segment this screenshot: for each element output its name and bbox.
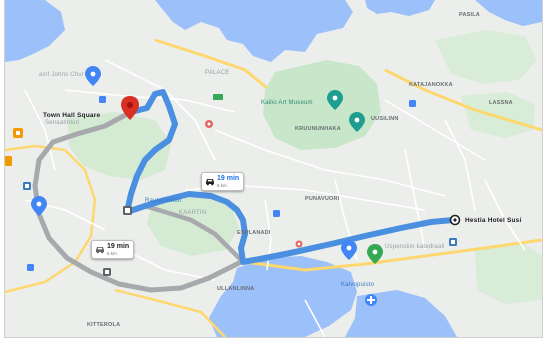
park-central-large (263, 60, 381, 150)
transit-station-icon[interactable] (103, 268, 111, 276)
origin-place-name[interactable]: Town Hall Square (43, 112, 101, 119)
park-south-east (475, 244, 542, 304)
destination-place-name[interactable]: Hestia Hotel Susi (465, 217, 522, 224)
map-label: Uspenskin katedraali (385, 244, 445, 250)
museum-pin-icon[interactable] (349, 112, 365, 132)
transit-blue-square-icon[interactable] (409, 100, 416, 107)
transit-station-icon[interactable] (123, 206, 132, 215)
transit-station-icon[interactable] (449, 238, 457, 246)
park-east-mid (461, 92, 535, 138)
map-label: KRUUNUNHAKA (295, 126, 341, 132)
map-view[interactable]: aint Johns Chur PALACE Kallio Art Museum… (4, 0, 543, 338)
transit-blue-square-icon[interactable] (27, 264, 34, 271)
map-label: Kallio Art Museum (261, 100, 313, 106)
water-bay-top-right (365, 0, 435, 16)
park-east-top (435, 30, 537, 84)
place-pin-icon[interactable] (85, 66, 101, 86)
car-icon (96, 247, 104, 254)
park-pin-icon[interactable] (367, 244, 383, 264)
route-primary[interactable] (124, 89, 456, 265)
water-west (5, 0, 65, 62)
park-square-icon[interactable] (213, 94, 223, 100)
hotel-pin-icon[interactable] (13, 128, 23, 138)
red-location-pin-icon[interactable] (121, 96, 139, 120)
transit-blue-square-icon[interactable] (273, 210, 280, 217)
map-label: KAARTIN (179, 210, 207, 216)
map-label: aint Johns Chur (39, 72, 85, 78)
water-south-bay (209, 256, 357, 337)
transit-station-icon[interactable] (23, 182, 31, 190)
route-time: 19 min (107, 243, 130, 250)
road-major-sw (114, 288, 226, 337)
transit-blue-square-icon[interactable] (99, 96, 106, 103)
poi-red-icon[interactable] (295, 240, 303, 248)
route-distance: 5 km (107, 251, 117, 256)
road-major-north (154, 38, 268, 90)
map-label: PALACE (205, 70, 230, 76)
museum-pin-icon[interactable] (327, 90, 343, 110)
poi-red-icon[interactable] (205, 120, 213, 128)
map-label: UUSILINN (371, 116, 399, 122)
place-pin-icon[interactable] (341, 240, 357, 260)
place-pin-icon[interactable] (31, 196, 47, 216)
map-label: KITTEROLA (87, 322, 121, 328)
road-major-south (244, 238, 542, 272)
map-canvas[interactable] (5, 0, 542, 337)
route-badge-primary[interactable]: 19 min 5 km (201, 172, 245, 191)
map-label: PASILA (459, 12, 480, 18)
destination-circle-icon[interactable] (449, 214, 461, 226)
route-distance: 5 km (217, 183, 227, 188)
road-major-west-loop (5, 144, 97, 294)
route-alternative[interactable] (32, 109, 244, 293)
car-icon (206, 179, 214, 186)
map-label: KATAJANOKKA (409, 82, 453, 88)
water-far-east-strip (475, 0, 542, 26)
hotel-pin-icon[interactable] (5, 156, 12, 166)
park-mid-south (147, 196, 239, 256)
origin-place-subname: Senaatintori (45, 120, 80, 126)
route-time: 19 min (217, 175, 240, 182)
map-label: ULLANLINNA (217, 286, 255, 292)
map-label: PUNAVUORI (305, 196, 340, 202)
route-badge-text: 19 min 5 km (217, 175, 239, 188)
map-label: ESPLANADI (237, 230, 271, 236)
map-label: Rautatientori (145, 198, 182, 204)
route-badge-alternative[interactable]: 19 min 5 km (91, 240, 135, 259)
hospital-pin-icon[interactable] (365, 294, 377, 306)
water-harbour-north (155, 0, 353, 62)
map-label: Kaivopuisto (341, 282, 375, 288)
road-major-east (384, 68, 542, 132)
route-badge-text: 19 min 5 km (107, 243, 129, 256)
map-label: LASSNA (489, 100, 513, 106)
